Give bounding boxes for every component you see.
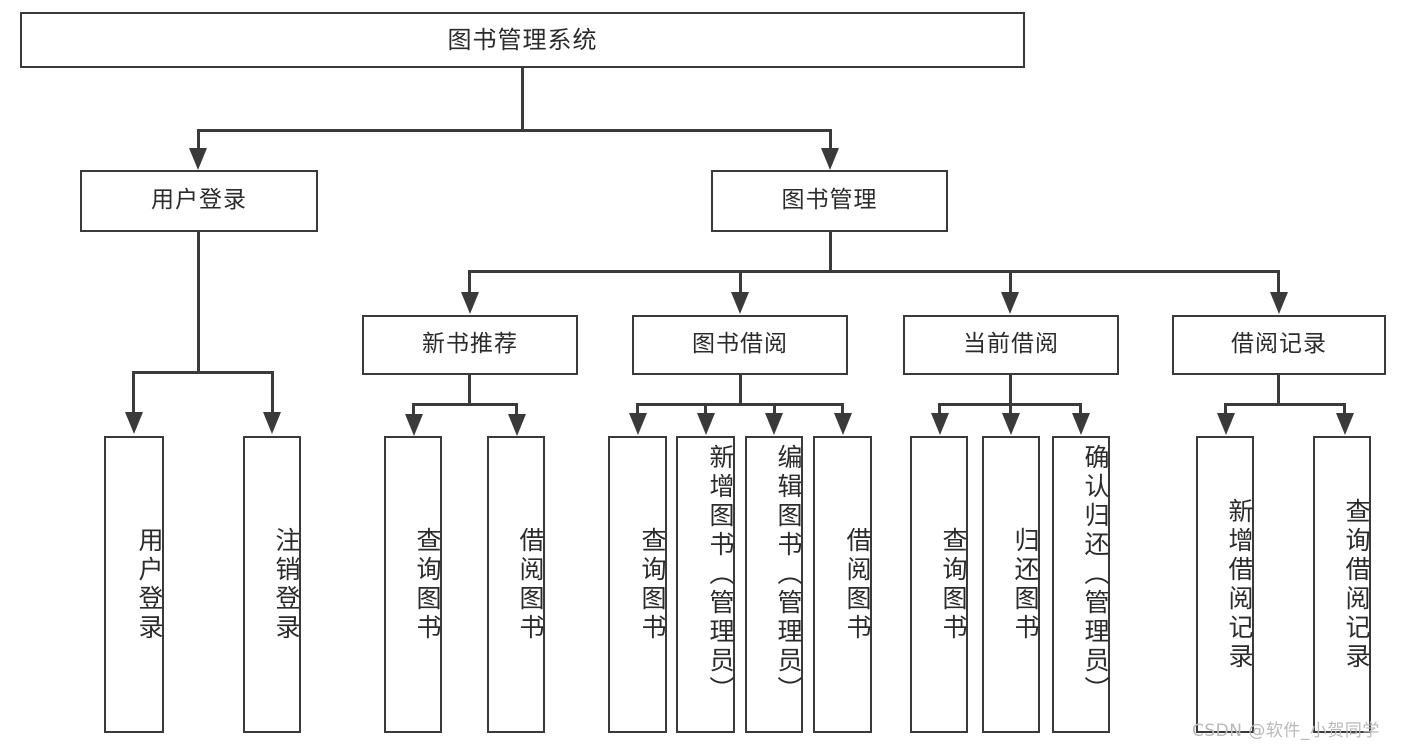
node-leaf-borrow-book-1-label: 借阅图书	[516, 526, 545, 643]
node-leaf-return-book-label: 归还图书	[1011, 526, 1040, 643]
connector-user-login-bus	[132, 371, 273, 374]
node-borrow-record[interactable]: 借阅记录	[1172, 315, 1386, 375]
node-current-borrow-label: 当前借阅	[963, 331, 1059, 358]
connector-book-borrow-c2	[704, 403, 707, 415]
arrowhead-book-borrow	[731, 292, 749, 314]
connector-user-login-left	[132, 371, 135, 415]
connector-book-borrow-stem	[739, 375, 742, 405]
node-leaf-return-book[interactable]: 归还图书	[982, 436, 1040, 733]
connector-borrow-record-left	[1224, 403, 1227, 415]
connector-new-book-left	[412, 403, 415, 417]
arrowhead-leaf-confirm-return	[1072, 413, 1090, 435]
connector-current-borrow-stem	[1009, 375, 1012, 405]
connector-book-manage-stem	[829, 232, 832, 272]
node-book-manage[interactable]: 图书管理	[711, 170, 948, 232]
connector-borrow-record-right	[1343, 403, 1346, 415]
connector-to-current-borrow	[1009, 270, 1012, 295]
connector-to-borrow-record	[1277, 270, 1280, 295]
arrowhead-user-login	[189, 148, 207, 170]
arrowhead-leaf-query-book-2	[629, 413, 647, 435]
connector-current-borrow-c3	[1079, 403, 1082, 415]
connector-new-book-bus	[412, 403, 518, 406]
arrowhead-borrow-record	[1270, 292, 1288, 314]
node-leaf-add-record-label: 新增借阅记录	[1225, 497, 1254, 672]
arrowhead-book-manage	[821, 148, 839, 170]
connector-current-borrow-c1	[938, 403, 941, 415]
node-leaf-confirm-return[interactable]: 确认归还（管理员）	[1052, 436, 1110, 733]
connector-root-bus	[197, 129, 831, 132]
node-leaf-query-record-label: 查询借阅记录	[1342, 497, 1371, 672]
connector-root-to-book-manage	[829, 129, 832, 151]
node-leaf-query-book-2-label: 查询图书	[638, 526, 667, 643]
node-user-login-label: 用户登录	[151, 187, 247, 214]
node-leaf-add-record[interactable]: 新增借阅记录	[1196, 436, 1254, 733]
connector-to-new-book-recommend	[468, 270, 471, 295]
arrowhead-leaf-query-book-3	[931, 413, 949, 435]
arrowhead-leaf-query-book-1	[405, 414, 423, 436]
connector-to-book-borrow	[739, 270, 742, 295]
connector-book-borrow-c1	[636, 403, 639, 415]
node-book-borrow[interactable]: 图书借阅	[632, 315, 848, 375]
arrowhead-leaf-borrow-book-2	[834, 413, 852, 435]
node-user-login[interactable]: 用户登录	[80, 170, 318, 232]
connector-book-borrow-bus	[636, 403, 844, 406]
node-leaf-user-login[interactable]: 用户登录	[104, 436, 164, 733]
node-leaf-query-record[interactable]: 查询借阅记录	[1313, 436, 1371, 733]
arrowhead-leaf-borrow-book-1	[508, 414, 526, 436]
node-leaf-borrow-book-2[interactable]: 借阅图书	[813, 436, 872, 733]
node-leaf-edit-book-label: 编辑图书（管理员）	[774, 444, 803, 705]
arrowhead-leaf-query-record	[1336, 413, 1354, 435]
node-book-manage-label: 图书管理	[781, 187, 878, 214]
connector-book-manage-bus	[468, 270, 1280, 273]
arrowhead-leaf-edit-book	[765, 413, 783, 435]
connector-user-login-stem	[197, 232, 200, 373]
node-leaf-confirm-return-label: 确认归还（管理员）	[1081, 444, 1110, 705]
connector-root-to-user-login	[197, 129, 200, 151]
node-current-borrow[interactable]: 当前借阅	[903, 315, 1119, 375]
arrowhead-new-book-recommend	[461, 292, 479, 314]
node-leaf-logout-label: 注销登录	[272, 526, 301, 643]
node-leaf-query-book-1[interactable]: 查询图书	[384, 436, 442, 733]
node-book-borrow-label: 图书借阅	[692, 331, 788, 358]
node-root[interactable]: 图书管理系统	[20, 12, 1025, 68]
arrowhead-leaf-add-book	[697, 413, 715, 435]
arrowhead-leaf-user-login	[125, 412, 143, 434]
node-leaf-user-login-label: 用户登录	[135, 526, 164, 643]
node-leaf-query-book-3-label: 查询图书	[939, 526, 968, 643]
connector-borrow-record-bus	[1224, 403, 1346, 406]
node-new-book-recommend-label: 新书推荐	[422, 331, 518, 358]
node-root-label: 图书管理系统	[447, 25, 598, 54]
node-leaf-edit-book[interactable]: 编辑图书（管理员）	[745, 436, 803, 733]
node-new-book-recommend[interactable]: 新书推荐	[362, 315, 578, 375]
connector-book-borrow-c4	[841, 403, 844, 415]
node-leaf-borrow-book-1[interactable]: 借阅图书	[487, 436, 545, 733]
connector-new-book-right	[515, 403, 518, 417]
arrowhead-leaf-add-record	[1217, 413, 1235, 435]
connector-book-borrow-c3	[773, 403, 776, 415]
connector-root-stem	[521, 68, 524, 131]
node-leaf-query-book-3[interactable]: 查询图书	[910, 436, 968, 733]
node-leaf-add-book[interactable]: 新增图书（管理员）	[676, 436, 735, 733]
node-leaf-query-book-2[interactable]: 查询图书	[608, 436, 667, 733]
connector-new-book-stem	[468, 375, 471, 405]
connector-borrow-record-stem	[1277, 375, 1280, 405]
arrowhead-leaf-logout	[263, 412, 281, 434]
node-leaf-borrow-book-2-label: 借阅图书	[843, 526, 872, 643]
node-leaf-query-book-1-label: 查询图书	[413, 526, 442, 643]
connector-user-login-right	[271, 371, 274, 415]
arrowhead-current-borrow	[1001, 292, 1019, 314]
node-leaf-add-book-label: 新增图书（管理员）	[706, 444, 735, 705]
node-leaf-logout[interactable]: 注销登录	[243, 436, 301, 733]
arrowhead-leaf-return-book	[1002, 413, 1020, 435]
connector-current-borrow-c2	[1009, 403, 1012, 415]
node-borrow-record-label: 借阅记录	[1231, 331, 1327, 358]
